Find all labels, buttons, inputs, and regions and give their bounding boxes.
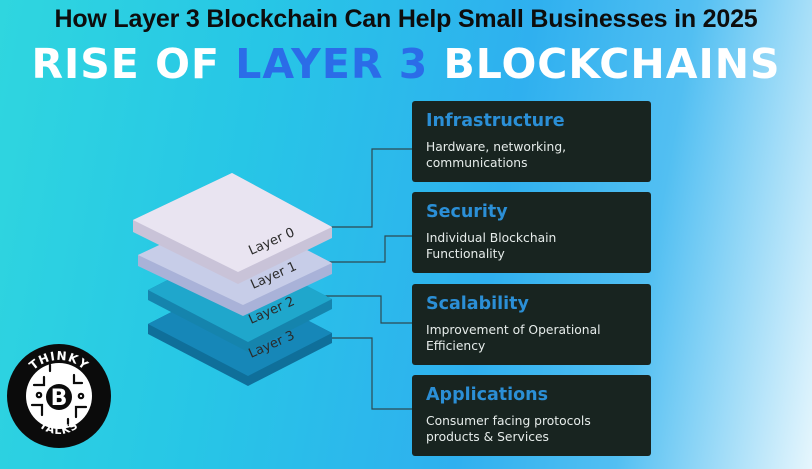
connector-applications bbox=[322, 337, 412, 410]
headline: RISE OF LAYER 3 BLOCKCHAINS bbox=[0, 40, 812, 88]
logo-letter: B bbox=[51, 386, 68, 411]
connector-infrastructure bbox=[322, 148, 412, 228]
headline-part2: BLOCKCHAINS bbox=[428, 40, 781, 88]
card-title: Applications bbox=[426, 385, 549, 405]
svg-text:TALKS: TALKS bbox=[37, 418, 81, 437]
card-title: Security bbox=[426, 202, 508, 222]
layer-0-slab bbox=[133, 173, 332, 284]
card-security: Security Individual Blockchain Functiona… bbox=[412, 192, 651, 273]
card-text: Improvement of Operational Efficiency bbox=[426, 323, 601, 353]
headline-part1: RISE OF bbox=[31, 40, 236, 88]
headline-accent: LAYER 3 bbox=[235, 40, 429, 88]
card-title: Scalability bbox=[426, 294, 529, 314]
card-applications: Applications Consumer facing protocols p… bbox=[412, 375, 651, 456]
card-scalability: Scalability Improvement of Operational E… bbox=[412, 284, 651, 365]
card-infrastructure: Infrastructure Hardware, networking, com… bbox=[412, 101, 651, 182]
logo-bottom-text: TALKS bbox=[37, 418, 80, 437]
card-text: Hardware, networking, communications bbox=[426, 140, 567, 170]
thinky-talks-logo: B THINKY TALKS bbox=[7, 344, 111, 448]
card-text: Individual Blockchain Functionality bbox=[426, 231, 557, 261]
card-text: Consumer facing protocols products & Ser… bbox=[426, 414, 591, 444]
page-title: How Layer 3 Blockchain Can Help Small Bu… bbox=[54, 5, 758, 33]
connector-scalability bbox=[322, 295, 412, 324]
card-title: Infrastructure bbox=[426, 111, 565, 131]
connector-security bbox=[322, 235, 412, 263]
